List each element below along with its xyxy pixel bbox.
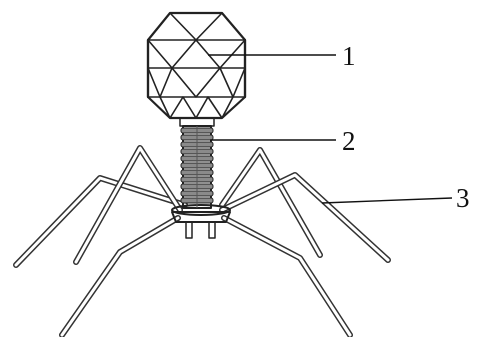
label-3: 3 bbox=[456, 183, 470, 213]
label-2: 2 bbox=[342, 126, 356, 156]
leader-line-3 bbox=[322, 198, 452, 203]
tail-fiber-left-lower bbox=[62, 218, 178, 335]
tail-fiber-right-lower bbox=[224, 218, 350, 335]
tail-sheath bbox=[180, 118, 214, 208]
capsid-head bbox=[148, 13, 245, 118]
label-1: 1 bbox=[342, 41, 356, 71]
tail-fibers bbox=[16, 148, 388, 335]
tail-fiber-right-outer bbox=[222, 175, 388, 260]
